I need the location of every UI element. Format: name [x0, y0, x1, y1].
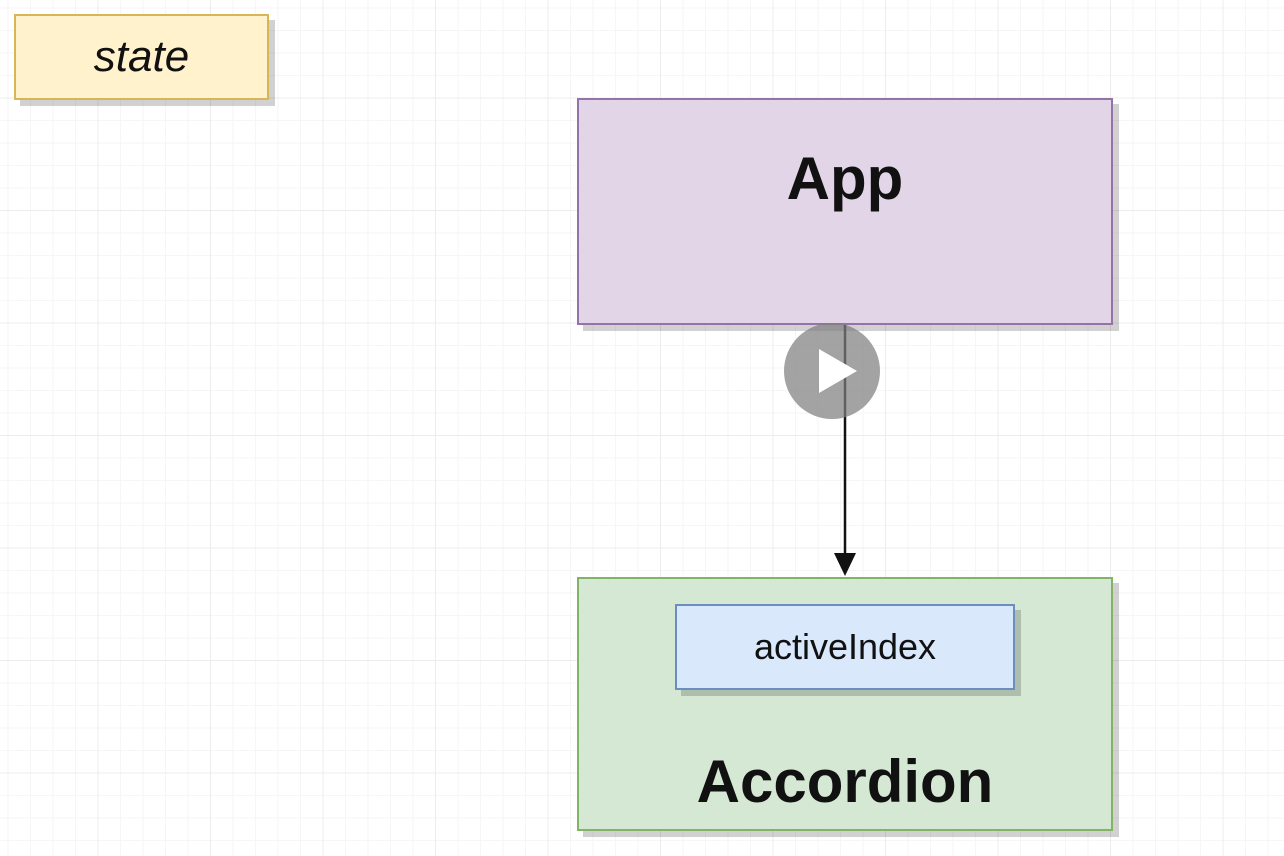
app-component-label: App: [786, 145, 904, 212]
app-component-box: App: [577, 98, 1113, 325]
arrow-head: [834, 553, 856, 576]
active-index-label: activeIndex: [753, 626, 937, 667]
play-button[interactable]: [784, 323, 880, 419]
active-index-state-box: activeIndex: [675, 604, 1015, 690]
play-icon: [819, 349, 857, 393]
legend-state-box: state: [14, 14, 269, 100]
legend-state-label: state: [93, 32, 190, 81]
accordion-component-label: Accordion: [696, 748, 994, 815]
